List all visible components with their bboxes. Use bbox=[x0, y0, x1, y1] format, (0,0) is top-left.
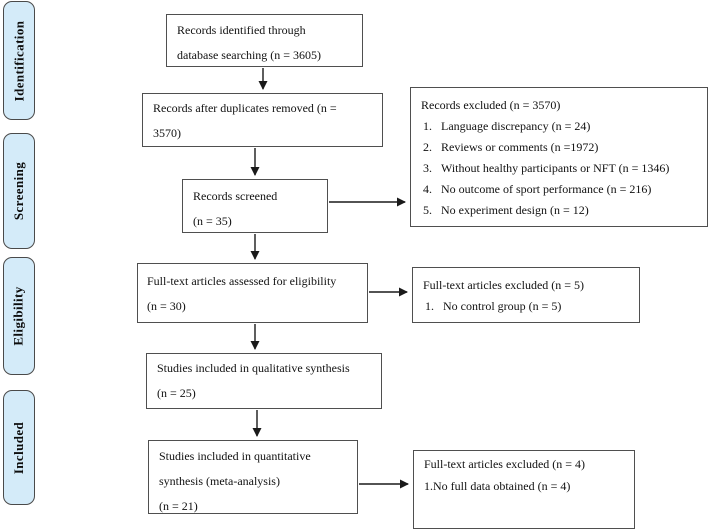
records-after-duplicates-line-2: 3570) bbox=[153, 126, 181, 140]
item-text: Language discrepancy (n = 24) bbox=[441, 119, 591, 133]
quantitative-synthesis-line-1: Studies included in quantitative bbox=[159, 449, 311, 463]
fulltext-assessed-line-2: (n = 30) bbox=[147, 299, 186, 313]
records-excluded-item-1: 1. Language discrepancy (n = 24) bbox=[421, 116, 703, 137]
records-screened-line-2: (n = 35) bbox=[193, 214, 232, 228]
qualitative-synthesis-line-1: Studies included in qualitative synthesi… bbox=[157, 361, 350, 375]
stage-eligibility: Eligibility bbox=[3, 257, 35, 375]
item-number: 4. bbox=[423, 182, 432, 196]
records-excluded-item-5: 5. No experiment design (n = 12) bbox=[421, 200, 703, 221]
item-number: 2. bbox=[423, 140, 432, 154]
fulltext-excluded-quantitative-item-1: 1.No full data obtained (n = 4) bbox=[424, 479, 571, 493]
item-number: 1. bbox=[423, 119, 432, 133]
records-identified-line-2: database searching (n = 3605) bbox=[177, 48, 322, 62]
item-number: 1. bbox=[425, 299, 434, 313]
item-text: No outcome of sport performance (n = 216… bbox=[441, 182, 652, 196]
fulltext-excluded-eligibility-box: Full-text articles excluded (n = 5) 1. N… bbox=[412, 267, 640, 323]
item-text: Reviews or comments (n =1972) bbox=[441, 140, 599, 154]
item-text: Without healthy participants or NFT (n =… bbox=[441, 161, 670, 175]
records-identified-box: Records identified through database sear… bbox=[166, 14, 363, 67]
qualitative-synthesis-box: Studies included in qualitative synthesi… bbox=[146, 353, 382, 409]
records-excluded-title: Records excluded (n = 3570) bbox=[421, 98, 561, 112]
quantitative-synthesis-line-2: synthesis (meta-analysis) bbox=[159, 474, 280, 488]
records-excluded-box: Records excluded (n = 3570) 1. Language … bbox=[410, 87, 708, 227]
records-screened-line-1: Records screened bbox=[193, 189, 278, 203]
quantitative-synthesis-line-3: (n = 21) bbox=[159, 499, 198, 513]
item-number: 5. bbox=[423, 203, 432, 217]
fulltext-assessed-box: Full-text articles assessed for eligibil… bbox=[137, 263, 368, 323]
records-after-duplicates-line-1: Records after duplicates removed (n = bbox=[153, 101, 337, 115]
item-text: No control group (n = 5) bbox=[443, 299, 562, 313]
records-after-duplicates-box: Records after duplicates removed (n = 35… bbox=[142, 93, 383, 147]
stage-screening-label: Screening bbox=[11, 161, 26, 221]
fulltext-excluded-quantitative-title: Full-text articles excluded (n = 4) bbox=[424, 457, 586, 471]
stage-screening: Screening bbox=[3, 133, 35, 249]
records-excluded-item-2: 2. Reviews or comments (n =1972) bbox=[421, 137, 703, 158]
records-excluded-item-3: 3. Without healthy participants or NFT (… bbox=[421, 158, 703, 179]
stage-included: Included bbox=[3, 390, 35, 505]
records-identified-line-1: Records identified through bbox=[177, 23, 306, 37]
item-number: 3. bbox=[423, 161, 432, 175]
stage-eligibility-label: Eligibility bbox=[11, 286, 26, 346]
fulltext-excluded-eligibility-item-1: 1. No control group (n = 5) bbox=[423, 296, 635, 317]
fulltext-excluded-quantitative-box: Full-text articles excluded (n = 4) 1.No… bbox=[413, 450, 635, 529]
records-excluded-item-4: 4. No outcome of sport performance (n = … bbox=[421, 179, 703, 200]
records-screened-box: Records screened (n = 35) bbox=[182, 179, 328, 233]
quantitative-synthesis-box: Studies included in quantitative synthes… bbox=[148, 440, 358, 514]
qualitative-synthesis-line-2: (n = 25) bbox=[157, 386, 196, 400]
fulltext-excluded-eligibility-title: Full-text articles excluded (n = 5) bbox=[423, 278, 585, 292]
stage-included-label: Included bbox=[11, 421, 26, 474]
stage-identification: Identification bbox=[3, 1, 35, 120]
item-text: No experiment design (n = 12) bbox=[441, 203, 589, 217]
stage-identification-label: Identification bbox=[11, 20, 26, 101]
fulltext-assessed-line-1: Full-text articles assessed for eligibil… bbox=[147, 274, 337, 288]
